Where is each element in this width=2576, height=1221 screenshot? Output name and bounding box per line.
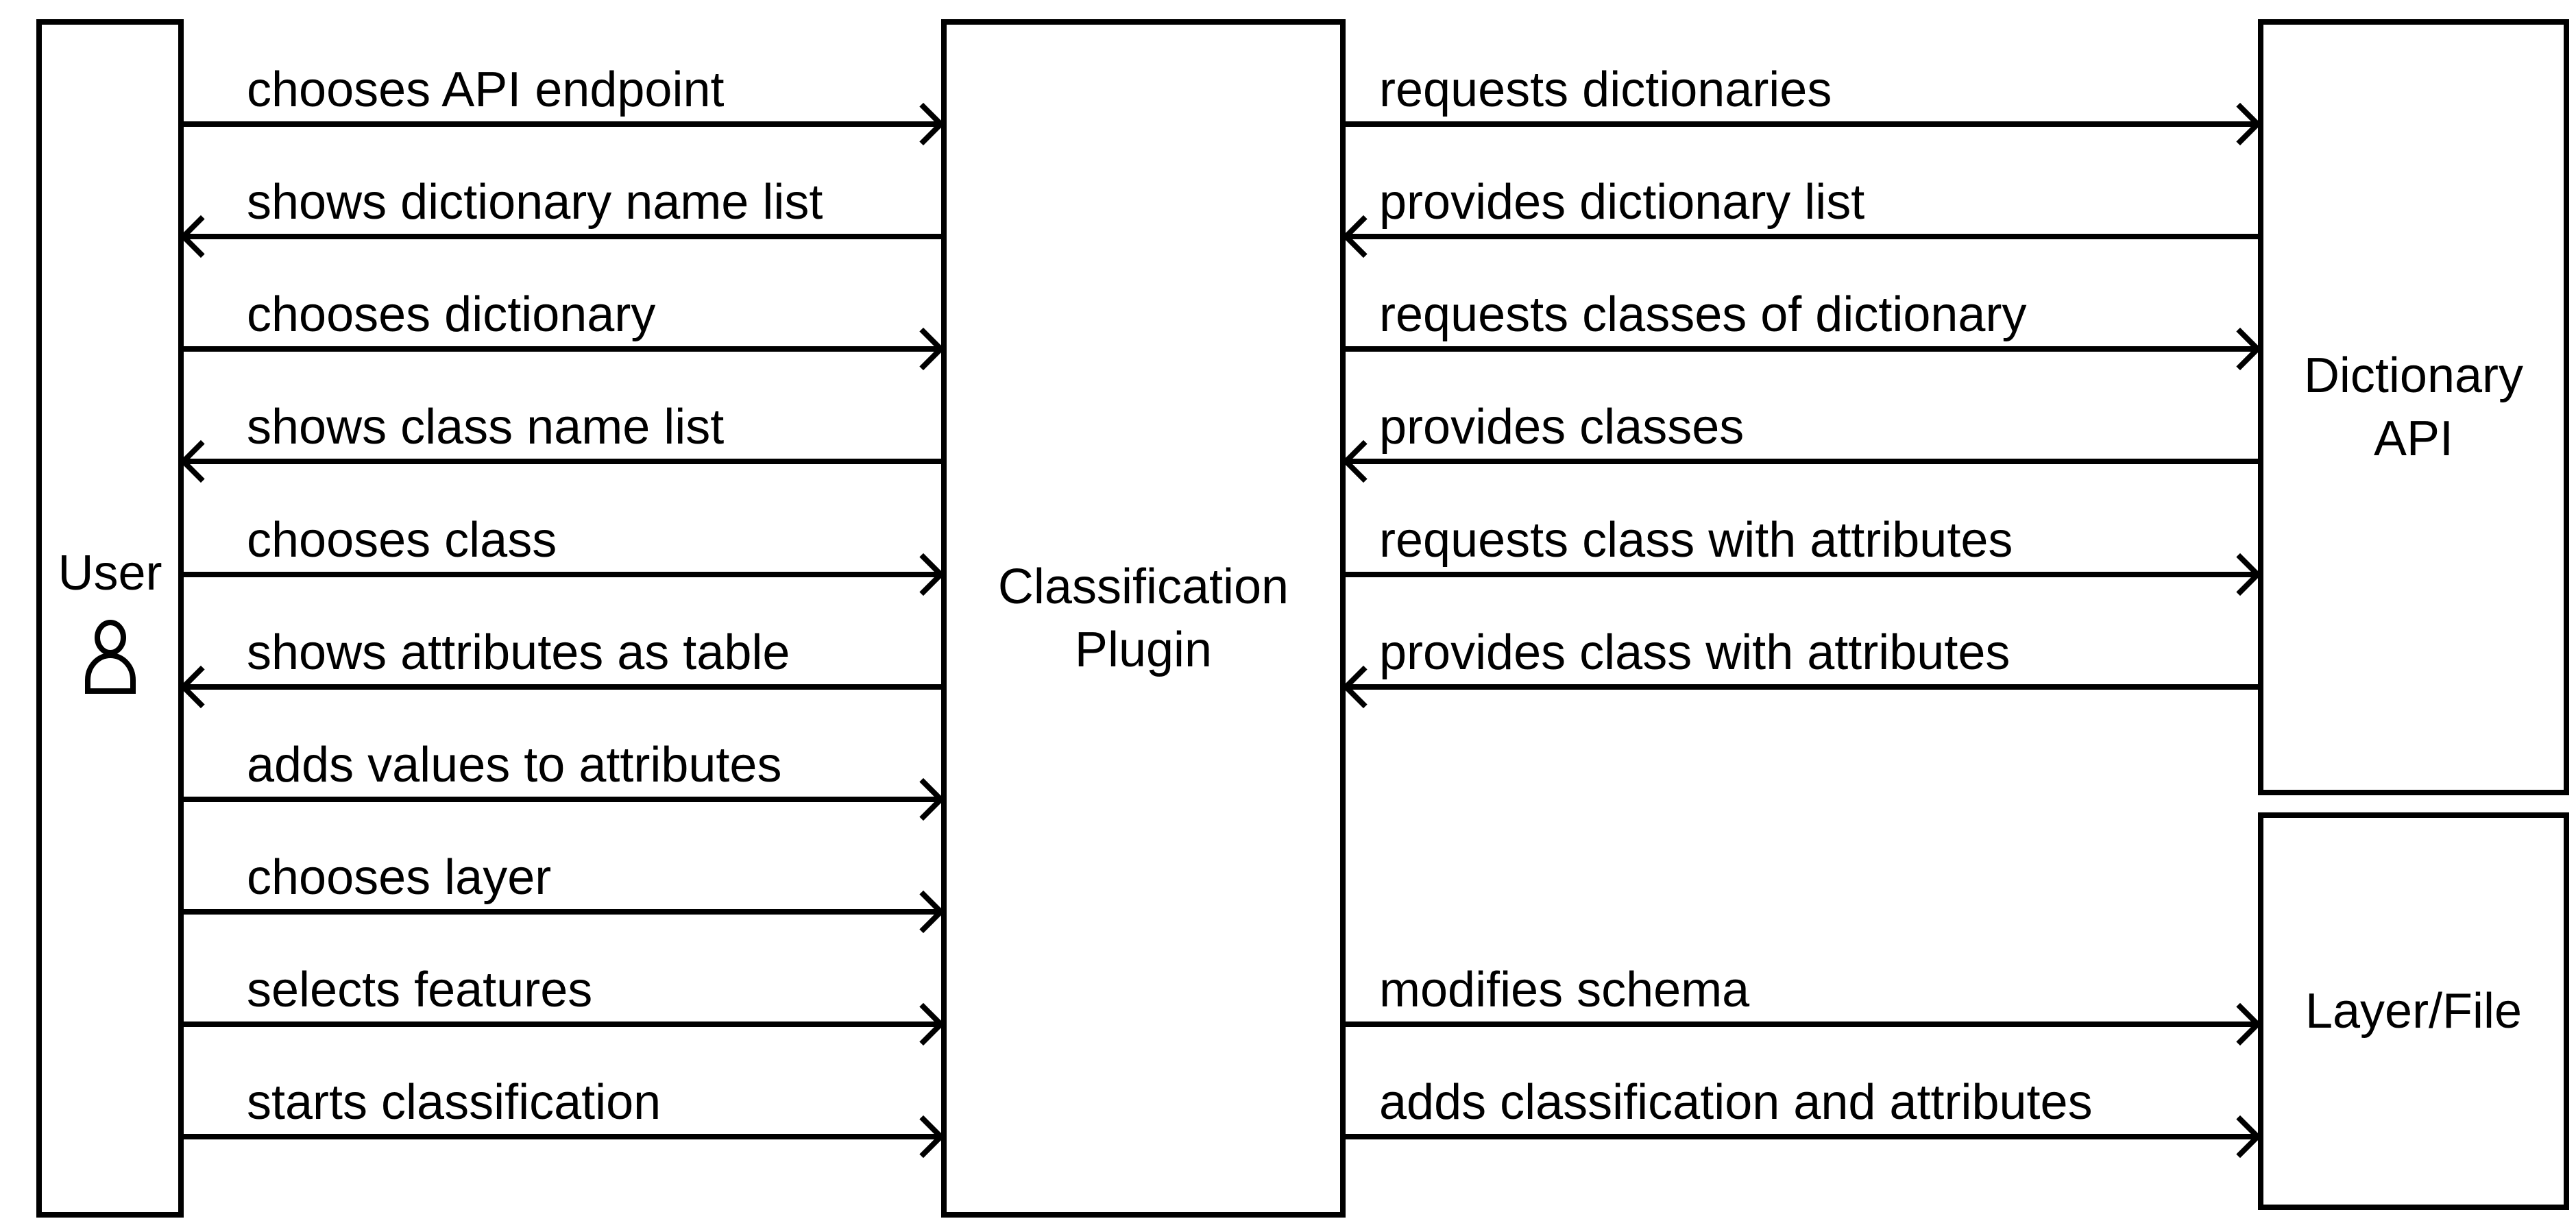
- arrow-line: [183, 346, 941, 352]
- message-row: provides dictionary list: [1346, 135, 2258, 239]
- message-label: adds classification and attributes: [1379, 1075, 2093, 1130]
- message-label: shows attributes as table: [247, 625, 790, 680]
- message-label: shows class name list: [247, 400, 725, 455]
- message-row: shows attributes as table: [183, 585, 941, 690]
- arrow-line: [183, 121, 941, 127]
- message-label: adds values to attributes: [247, 738, 782, 793]
- actor-dictionary-api-box: Dictionary API: [2258, 19, 2569, 795]
- actor-plugin-label-line2: Plugin: [1074, 622, 1213, 677]
- message-row: provides classes: [1346, 360, 2258, 464]
- arrow-line: [183, 684, 941, 690]
- arrow-line: [1346, 346, 2258, 352]
- message-row: adds values to attributes: [183, 698, 941, 802]
- actor-dictionary-api-label-line2: API: [2373, 411, 2454, 466]
- message-label: requests classes of dictionary: [1379, 287, 2027, 342]
- message-label: requests class with attributes: [1379, 513, 2013, 568]
- message-row: chooses API endpoint: [183, 23, 941, 127]
- arrow-line: [1346, 121, 2258, 127]
- arrow-line: [1346, 1134, 2258, 1139]
- message-label: provides class with attributes: [1379, 625, 2010, 680]
- arrow-line: [183, 909, 941, 915]
- person-icon: [84, 620, 136, 694]
- message-row: modifies schema: [1346, 923, 2258, 1027]
- arrow-line: [1346, 234, 2258, 239]
- message-row: selects features: [183, 923, 941, 1027]
- message-row: adds classification and attributes: [1346, 1035, 2258, 1139]
- actor-user-box: User: [36, 19, 184, 1218]
- message-row: starts classification: [183, 1035, 941, 1139]
- arrow-line: [183, 797, 941, 802]
- message-row: chooses class: [183, 473, 941, 577]
- actor-dictionary-api-label-line1: Dictionary: [2303, 348, 2524, 403]
- message-row: chooses layer: [183, 810, 941, 915]
- message-row: requests dictionaries: [1346, 23, 2258, 127]
- message-row: shows dictionary name list: [183, 135, 941, 239]
- arrow-line: [183, 459, 941, 464]
- arrow-line: [1346, 684, 2258, 690]
- actor-layer-file-box: Layer/File: [2258, 812, 2569, 1210]
- actor-classification-plugin-box: Classification Plugin: [941, 19, 1346, 1218]
- message-label: chooses dictionary: [247, 287, 656, 342]
- message-label: chooses class: [247, 513, 557, 568]
- message-label: requests dictionaries: [1379, 62, 1832, 117]
- arrow-line: [1346, 459, 2258, 464]
- message-label: chooses layer: [247, 850, 552, 905]
- message-label: shows dictionary name list: [247, 175, 823, 230]
- message-label: selects features: [247, 963, 593, 1017]
- message-label: provides classes: [1379, 400, 1745, 455]
- actor-user-label: User: [58, 546, 162, 601]
- arrow-line: [1346, 1021, 2258, 1027]
- message-row: requests class with attributes: [1346, 473, 2258, 577]
- arrow-line: [183, 572, 941, 577]
- arrow-line: [1346, 572, 2258, 577]
- message-row: shows class name list: [183, 360, 941, 464]
- message-row: provides class with attributes: [1346, 585, 2258, 690]
- actor-layer-file-label: Layer/File: [2305, 984, 2523, 1039]
- message-label: modifies schema: [1379, 963, 1750, 1017]
- message-label: chooses API endpoint: [247, 62, 725, 117]
- arrow-line: [183, 234, 941, 239]
- message-row: requests classes of dictionary: [1346, 247, 2258, 352]
- message-row: chooses dictionary: [183, 247, 941, 352]
- message-label: provides dictionary list: [1379, 175, 1865, 230]
- arrow-line: [183, 1134, 941, 1139]
- actor-plugin-label-line1: Classification: [997, 559, 1289, 614]
- arrow-line: [183, 1021, 941, 1027]
- message-label: starts classification: [247, 1075, 661, 1130]
